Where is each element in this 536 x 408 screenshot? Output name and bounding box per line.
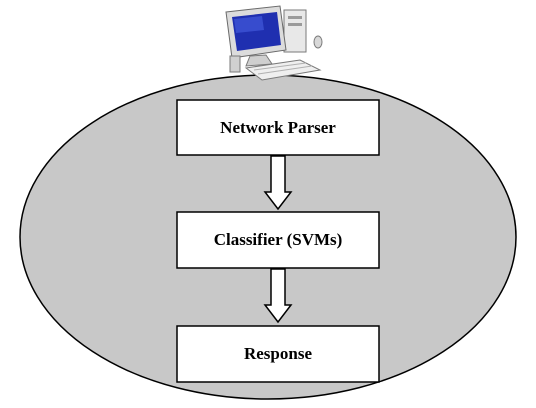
arrow-parser-to-classifier [263, 155, 293, 211]
classifier-label: Classifier (SVMs) [214, 230, 343, 249]
classifier-node: Classifier (SVMs) [176, 211, 380, 269]
response-box [176, 325, 380, 383]
arrow-classifier-to-response [263, 268, 293, 324]
computer-icon [225, 5, 323, 81]
response-label: Response [244, 344, 312, 363]
response-node: Response [176, 325, 380, 383]
classifier-box [176, 211, 380, 269]
network-parser-box [176, 99, 380, 156]
network-parser-node: Network Parser [176, 99, 380, 156]
network-parser-label: Network Parser [220, 118, 336, 137]
